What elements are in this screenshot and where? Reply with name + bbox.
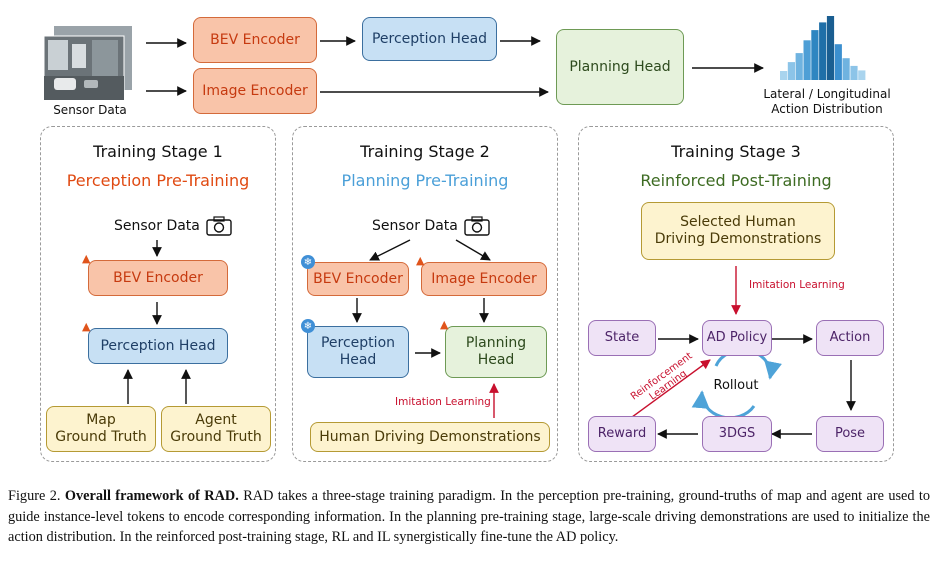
stage3-imitation-label: Imitation Learning xyxy=(749,279,845,291)
histogram-bar xyxy=(803,40,811,80)
action-distribution-label: Lateral / Longitudinal Action Distributi… xyxy=(763,87,891,116)
stage1-perception-head: Perception Head xyxy=(88,328,228,364)
figure-caption: Figure 2. Overall framework of RAD. RAD … xyxy=(8,486,930,548)
fire-icon: ▲ xyxy=(82,252,91,265)
stage2-bev-encoder: BEV Encoder xyxy=(307,262,409,296)
stage2-imitation-label: Imitation Learning xyxy=(395,396,491,408)
stage1-panel xyxy=(40,126,276,462)
histogram-bar xyxy=(826,16,835,80)
stage1-agent-gt: Agent Ground Truth xyxy=(161,406,271,452)
stage1-sensor-label: Sensor Data xyxy=(114,218,200,234)
histogram-bar xyxy=(795,53,803,80)
camera-icon xyxy=(464,216,490,236)
stage2-panel xyxy=(292,126,558,462)
stage3-title: Training Stage 3 xyxy=(671,142,801,161)
stage3-action: Action xyxy=(816,320,884,356)
stage2-subtitle: Planning Pre-Training xyxy=(341,171,509,190)
snowflake-icon: ❄ xyxy=(301,319,315,333)
stage3-state: State xyxy=(588,320,656,356)
stage3-pose: Pose xyxy=(816,416,884,452)
sensor-data-label: Sensor Data xyxy=(53,103,127,117)
histogram-bar xyxy=(834,44,842,80)
stage1-map-gt: Map Ground Truth xyxy=(46,406,156,452)
stage2-demos: Human Driving Demonstrations xyxy=(310,422,550,452)
histogram-bar xyxy=(780,71,788,80)
fire-icon: ▲ xyxy=(82,320,91,333)
image-encoder-box: Image Encoder xyxy=(193,68,317,114)
stage2-sensor-label: Sensor Data xyxy=(372,218,458,234)
snowflake-icon: ❄ xyxy=(301,255,315,269)
stage1-bev-encoder: BEV Encoder xyxy=(88,260,228,296)
planning-head-box: Planning Head xyxy=(556,29,684,105)
stage3-panel xyxy=(578,126,894,462)
stage3-rollout: Rollout xyxy=(713,378,759,393)
stage2-planning-head: Planning Head xyxy=(445,326,547,378)
caption-text: RAD takes a three-stage training paradig… xyxy=(8,488,931,545)
histogram-bar xyxy=(858,70,866,80)
stage3-3dgs: 3DGS xyxy=(702,416,772,452)
camera-icon xyxy=(206,216,232,236)
fire-icon: ▲ xyxy=(416,254,425,267)
histogram-bar xyxy=(819,22,827,80)
stage3-selected-demos: Selected Human Driving Demonstrations xyxy=(641,202,835,260)
stage2-image-encoder: Image Encoder xyxy=(421,262,547,296)
stage1-subtitle: Perception Pre-Training xyxy=(66,171,250,190)
histogram-bar xyxy=(842,58,850,80)
stage1-sensor: Sensor Data xyxy=(114,216,232,236)
stage2-sensor: Sensor Data xyxy=(372,216,490,236)
stage3-reward: Reward xyxy=(588,416,656,452)
perception-head-box: Perception Head xyxy=(362,17,497,61)
stage2-perception-head: Perception Head xyxy=(307,326,409,378)
caption-prefix: Figure 2. xyxy=(8,488,61,504)
stage2-title: Training Stage 2 xyxy=(360,142,490,161)
bev-encoder-box: BEV Encoder xyxy=(193,17,317,63)
stage3-ad-policy: AD Policy xyxy=(702,320,772,356)
stage3-subtitle: Reinforced Post-Training xyxy=(640,171,832,190)
fire-icon: ▲ xyxy=(440,318,449,331)
action-distribution-histogram xyxy=(780,16,866,80)
histogram-bar xyxy=(850,65,858,80)
sensor-data-image xyxy=(44,26,132,101)
histogram-bar xyxy=(811,30,819,80)
caption-bold: Overall framework of RAD. xyxy=(64,488,239,504)
histogram-bar xyxy=(787,62,795,80)
stage1-title: Training Stage 1 xyxy=(93,142,223,161)
